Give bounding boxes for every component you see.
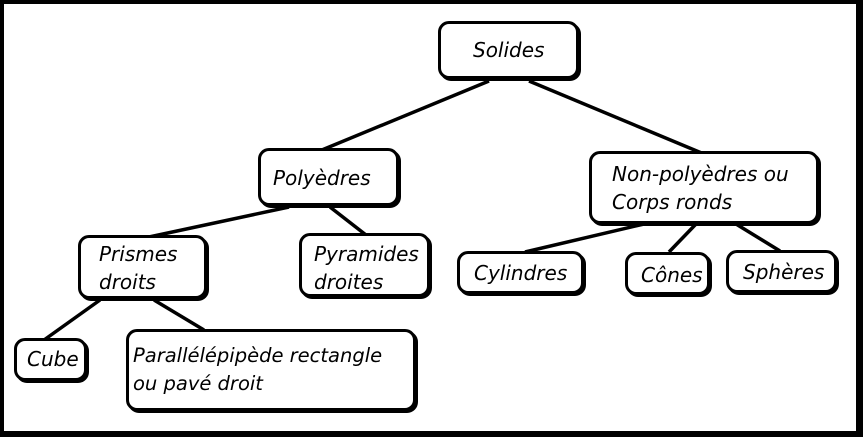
- node-solides-label: Solides: [473, 38, 545, 62]
- edge-nonpoly-cones: [667, 222, 698, 254]
- node-polyedres: Polyèdres: [258, 148, 399, 206]
- node-parallelepipede-line-2: ou pavé droit: [133, 372, 263, 395]
- node-cube-label: Cube: [27, 347, 79, 371]
- node-cube: Cube: [14, 338, 87, 381]
- edge-solides-non-polyedres: [528, 79, 705, 156]
- node-cylindres: Cylindres: [457, 251, 584, 294]
- node-non-polyedres-line-2: Corps ronds: [612, 190, 733, 214]
- node-non-polyedres: Non-polyèdres ou Corps ronds: [589, 151, 819, 224]
- edge-prismes-cube: [42, 298, 102, 342]
- edge-polyedres-pyramides: [328, 205, 368, 237]
- edge-polyedres-prismes: [148, 205, 290, 239]
- connector-lines: [42, 79, 781, 342]
- node-parallelepipede-line-1: Parallélépipède rectangle: [133, 344, 383, 367]
- node-prismes-droits-line-2: droits: [99, 270, 156, 294]
- node-cones: Cônes: [625, 252, 710, 295]
- edge-nonpoly-cylindres: [524, 222, 645, 254]
- diagram-canvas: Solides Polyèdres Non-polyèdres ou Corps…: [4, 4, 856, 431]
- node-polyedres-label: Polyèdres: [273, 166, 371, 190]
- node-spheres-label: Sphères: [743, 260, 825, 284]
- node-cones-label: Cônes: [641, 263, 703, 287]
- node-prismes-droits: Prismes droits: [78, 235, 207, 299]
- node-spheres: Sphères: [726, 250, 837, 293]
- node-solides: Solides: [438, 21, 579, 79]
- node-parallelepipede: Parallélépipède rectangle ou pavé droit: [126, 329, 416, 411]
- edge-nonpoly-spheres: [735, 222, 781, 253]
- node-prismes-droits-line-1: Prismes: [99, 242, 178, 266]
- edge-prismes-parallelepipede: [153, 298, 205, 332]
- edge-solides-polyedres: [316, 79, 490, 154]
- node-cylindres-label: Cylindres: [474, 261, 568, 285]
- node-pyramides-droites: Pyramides droites: [299, 233, 430, 297]
- node-non-polyedres-line-1: Non-polyèdres ou: [612, 162, 789, 186]
- node-pyramides-droites-line-2: droites: [314, 270, 384, 294]
- node-pyramides-droites-line-1: Pyramides: [314, 242, 419, 266]
